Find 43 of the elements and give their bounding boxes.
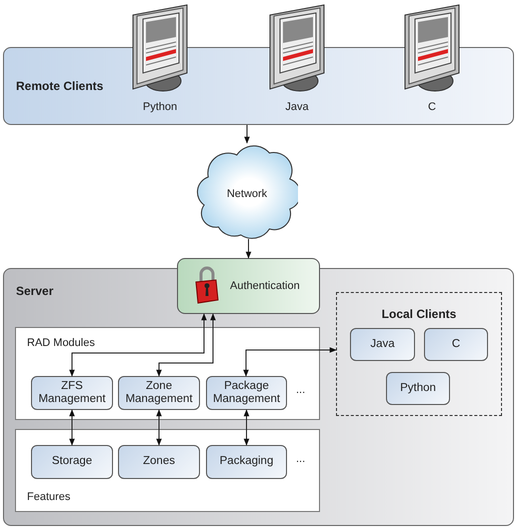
group-heading: RAD Modules <box>27 337 95 349</box>
component-box <box>118 445 200 479</box>
box-label: C <box>452 338 460 352</box>
client-label: C <box>427 101 437 113</box>
box-label: Packaging <box>220 455 274 469</box>
ellipsis-label: ... <box>296 384 306 396</box>
module-group <box>15 327 320 420</box>
panel-heading: Server <box>16 284 54 298</box>
connector-arrow <box>156 313 216 377</box>
box-label: Python <box>400 382 436 396</box>
ellipsis-label: ... <box>296 453 306 465</box>
component-box <box>118 376 200 410</box>
client-label: Java <box>284 101 310 113</box>
authentication-box <box>177 258 320 314</box>
server-panel <box>3 268 514 526</box>
connector-arrow <box>69 313 207 377</box>
component-box <box>206 376 287 410</box>
box-label: Storage <box>52 455 92 469</box>
connector-arrow <box>244 124 250 144</box>
component-box <box>31 376 113 410</box>
panel-heading: Remote Clients <box>16 79 104 93</box>
component-box <box>31 445 113 479</box>
box-label: Java <box>370 338 395 352</box>
group-heading: Features <box>27 491 70 503</box>
connector-arrow <box>244 409 250 446</box>
connector-arrow <box>246 238 252 259</box>
component-box <box>424 328 488 361</box>
box-label: ZFS Management <box>37 380 107 406</box>
connector-arrow <box>243 347 337 377</box>
connector-arrow <box>69 409 75 446</box>
box-label: Zone Management <box>124 380 194 406</box>
client-label: Python <box>142 101 178 113</box>
component-box <box>386 372 450 405</box>
group-heading: Local Clients <box>380 307 458 321</box>
local-clients-group <box>336 292 502 416</box>
box-label: Package Management <box>212 380 282 406</box>
box-label: Zones <box>143 455 175 469</box>
component-box <box>350 328 415 361</box>
component-box <box>206 445 287 479</box>
box-label: Authentication <box>230 280 300 292</box>
feature-group <box>15 429 320 512</box>
connector-arrow <box>156 409 162 446</box>
cloud-label: Network <box>226 188 268 200</box>
